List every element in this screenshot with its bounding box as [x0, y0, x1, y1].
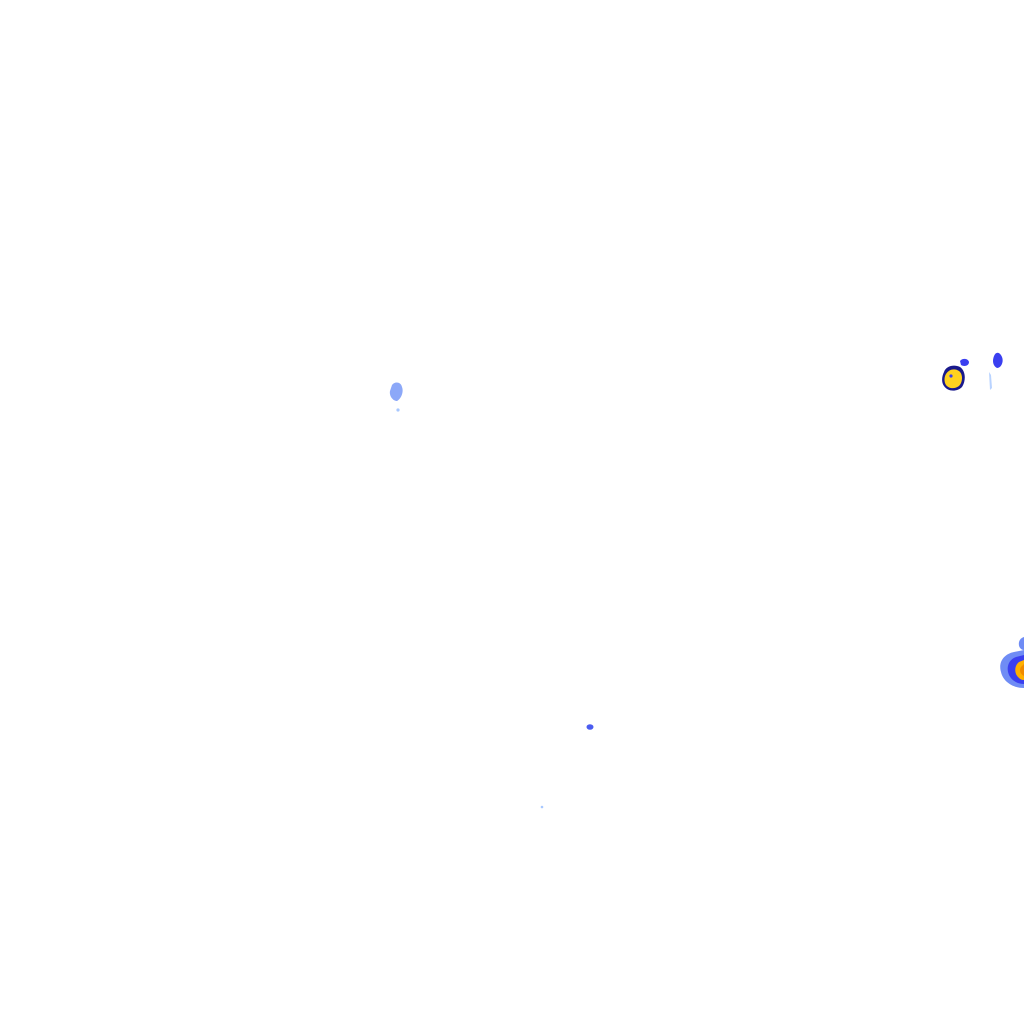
precip-cell-east-heavy: [1015, 660, 1024, 680]
precip-cell-northeast-streak: [989, 372, 992, 390]
precip-speck-southwest: [540, 805, 544, 809]
precip-cell-east-top: [1018, 637, 1024, 650]
precip-cell-northeast: [942, 352, 1003, 391]
precip-speck-south: [586, 724, 594, 730]
precip-cell-northeast-satellite: [960, 358, 969, 366]
precip-cell-northeast-core: [949, 374, 953, 378]
precip-cell-east-core: [1020, 664, 1024, 676]
precip-cell-east: [1000, 637, 1024, 688]
precip-cell-west-trace: [396, 408, 400, 412]
precip-cell-west: [389, 382, 403, 412]
precip-cell-northeast-heavy: [944, 369, 962, 389]
precip-cell-west-light: [389, 382, 403, 401]
precip-cell-northeast-fragment: [993, 352, 1003, 368]
